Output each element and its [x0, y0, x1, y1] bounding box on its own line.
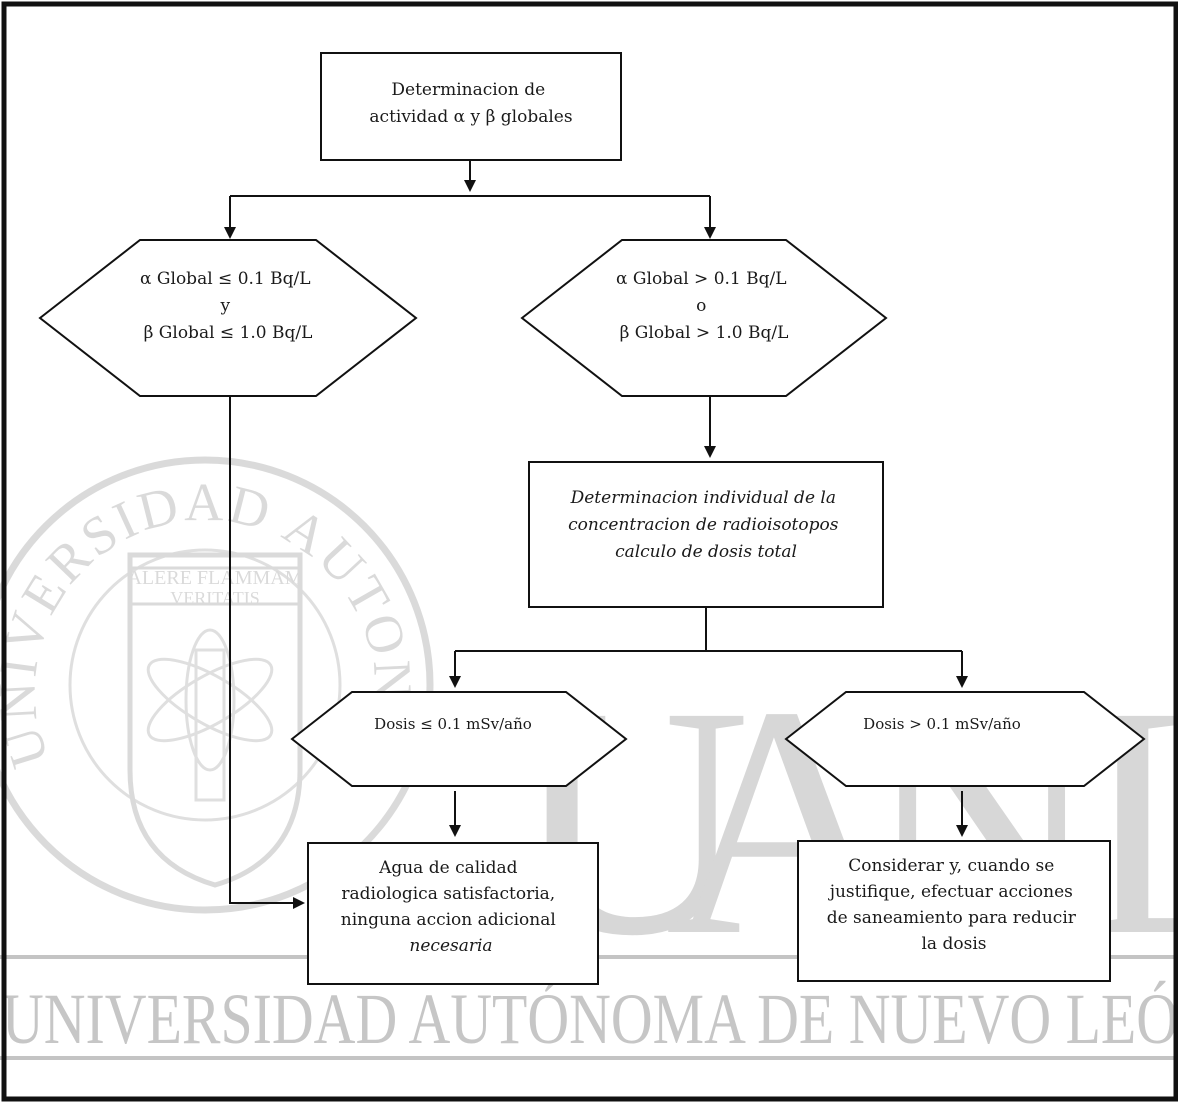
result-action-line-3: de saneamiento para reducir — [827, 908, 1077, 928]
result-ok-line-4: necesaria — [409, 936, 492, 956]
decision-dose-low: Dosis ≤ 0.1 mSv/año — [290, 691, 628, 787]
start-line-2: actividad α y β globales — [369, 107, 572, 127]
result-action-line-4: la dosis — [922, 934, 987, 954]
decision-right-line-1: α Global > 0.1 Bq/L — [616, 269, 786, 289]
svg-text:α Global > 0.1 Bq/L o: α Global > 0.1 Bq/L o β Global > 1.0 Bq/… — [616, 269, 792, 343]
dose-low-text: Dosis ≤ 0.1 mSv/año — [374, 715, 532, 733]
individual-line-1: Determinacion individual de la — [570, 488, 836, 508]
result-action-line-1: Considerar y, cuando se — [848, 856, 1054, 876]
node-result-action: Considerar y, cuando se justifique, efec… — [797, 840, 1111, 982]
node-result-satisfactory: Agua de calidad radiologica satisfactori… — [307, 842, 599, 985]
decision-right-line-2: o — [696, 296, 706, 316]
svg-text:Determinacion individual de la: Determinacion individual de la concentra… — [568, 488, 844, 562]
seal-motto-line-1: ALERE FLAMMAM — [127, 567, 302, 589]
decision-left-line-1: α Global ≤ 0.1 Bq/L — [140, 269, 310, 289]
dose-high-text: Dosis > 0.1 mSv/año — [863, 715, 1021, 733]
seal-motto-line-2: VERITATIS — [170, 588, 260, 608]
result-ok-line-2: radiologica satisfactoria, — [341, 884, 555, 904]
connector-left-decision-to-ok — [229, 395, 305, 909]
decision-left: α Global ≤ 0.1 Bq/L y β Global ≤ 1.0 Bq/… — [38, 239, 418, 397]
svg-text:Considerar y, cuando se: Considerar y, cuando se justifique, efec… — [827, 856, 1082, 954]
result-ok-line-1: Agua de calidad — [378, 858, 518, 878]
decision-dose-high: Dosis > 0.1 mSv/año — [784, 691, 1146, 787]
watermark-banner-text: UNIVERSIDAD AUTÓNOMA DE NUEVO LEÓ — [2, 979, 1178, 1059]
svg-text:Determinacion de activid: Determinacion de actividad α y β globale… — [369, 80, 572, 127]
decision-left-line-3: β Global ≤ 1.0 Bq/L — [144, 323, 313, 343]
svg-text:Dosis > 0.1 mSv/año: Dosis > 0.1 mSv/año — [863, 715, 1021, 733]
svg-text:α Global ≤ 0.1 Bq/L y: α Global ≤ 0.1 Bq/L y β Global ≤ 1.0 Bq/… — [140, 269, 316, 343]
node-start: Determinacion de actividad α y β globale… — [320, 52, 622, 161]
svg-text:Agua de calidad radiolog: Agua de calidad radiologica satisfactori… — [341, 858, 561, 956]
connectors — [224, 160, 968, 909]
start-line-1: Determinacion de — [391, 80, 545, 100]
result-action-line-2: justifique, efectuar acciones — [828, 882, 1073, 902]
decision-left-line-2: y — [219, 296, 230, 316]
node-individual-determination: Determinacion individual de la concentra… — [528, 461, 884, 608]
svg-text:Dosis ≤ 0.1 mSv/año: Dosis ≤ 0.1 mSv/año — [374, 715, 532, 733]
individual-line-3: calculo de dosis total — [615, 542, 797, 562]
decision-right-line-3: β Global > 1.0 Bq/L — [620, 323, 789, 343]
individual-line-2: concentracion de radioisotopos — [568, 515, 839, 535]
result-ok-line-3: ninguna accion adicional — [341, 910, 556, 930]
decision-right: α Global > 0.1 Bq/L o β Global > 1.0 Bq/… — [520, 239, 888, 397]
